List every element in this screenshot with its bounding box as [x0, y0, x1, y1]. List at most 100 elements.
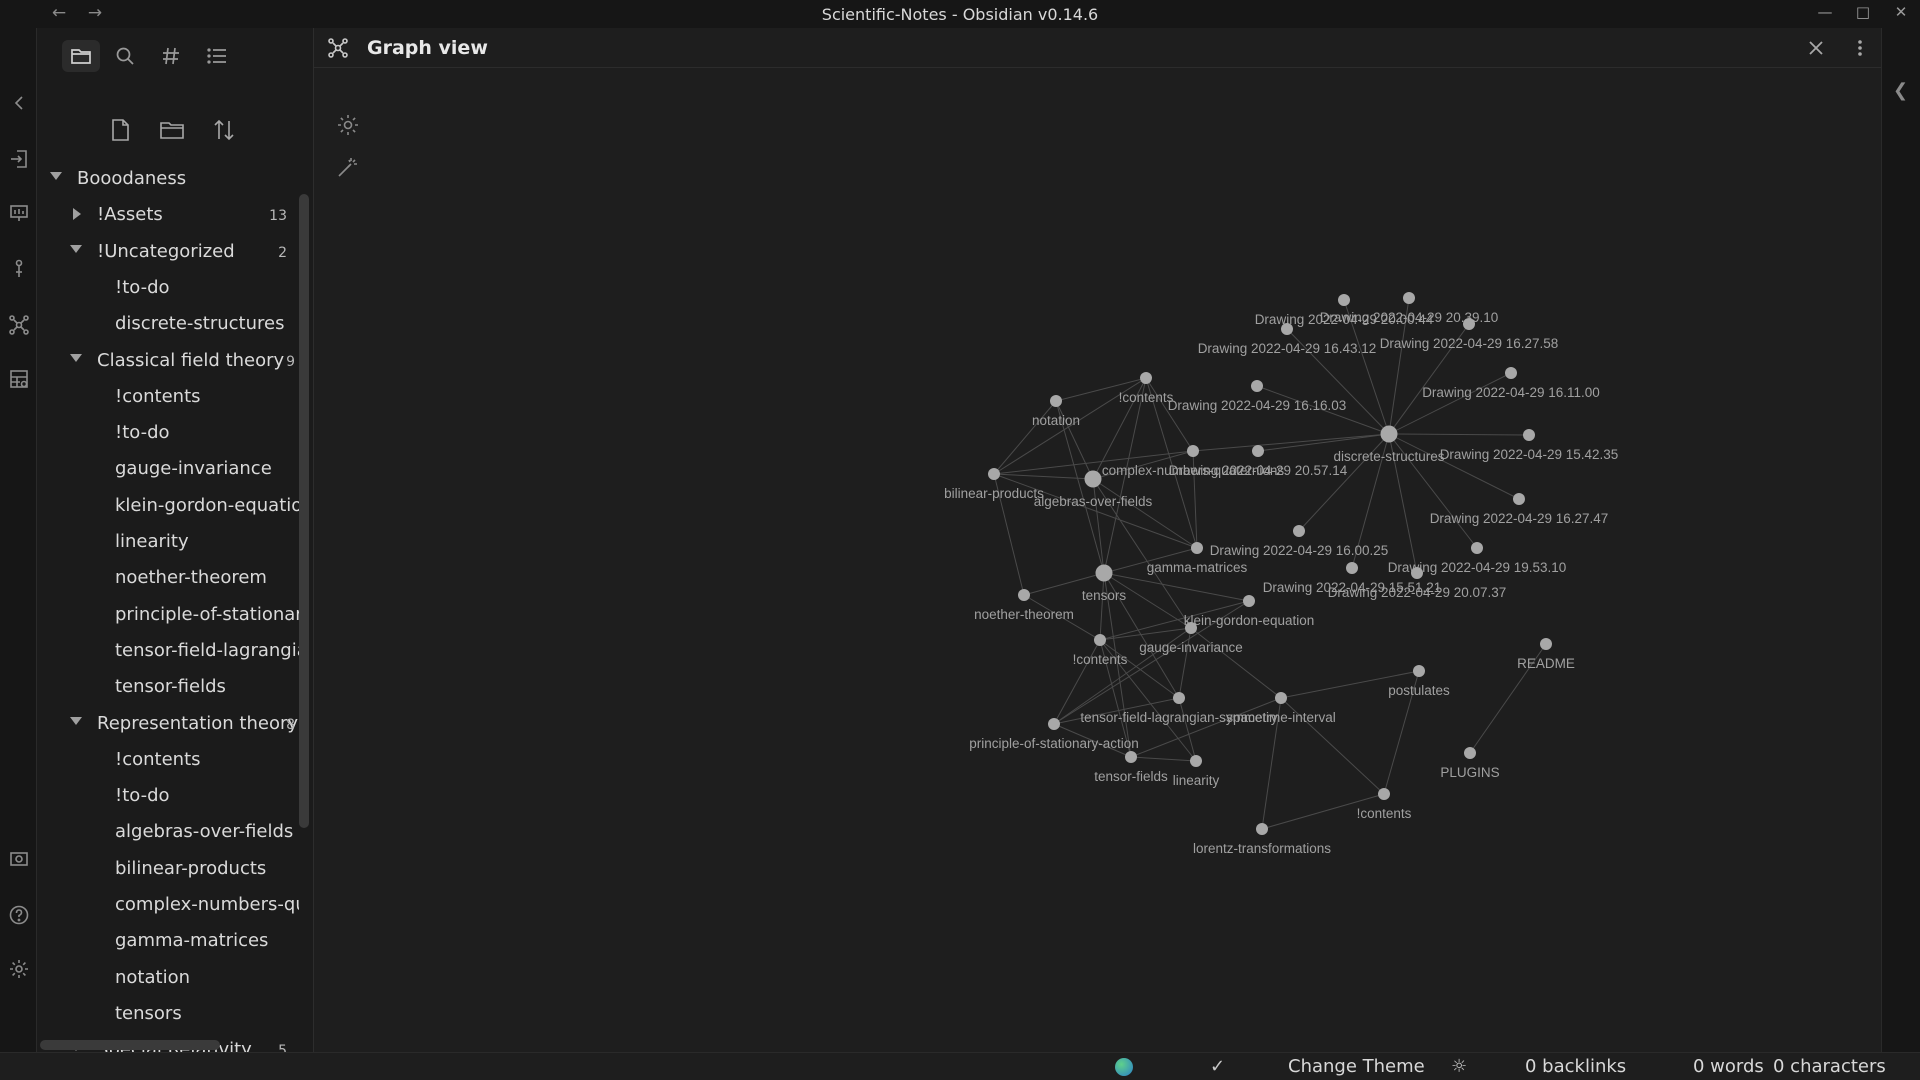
slides-icon[interactable] [8, 202, 30, 224]
file-item[interactable]: discrete-structures [37, 307, 299, 341]
graph-node[interactable] [1094, 634, 1106, 646]
folder-icon[interactable] [62, 40, 100, 72]
file-item[interactable]: notation [37, 961, 299, 995]
file-item[interactable]: linearity [37, 525, 299, 559]
help-icon[interactable] [8, 904, 30, 926]
minimize-icon[interactable]: — [1817, 3, 1833, 21]
more-options-icon[interactable] [1849, 37, 1873, 61]
globe-icon[interactable] [1115, 1058, 1133, 1076]
file-item[interactable]: klein-gordon-equation [37, 489, 299, 523]
maximize-icon[interactable]: □ [1855, 3, 1871, 21]
graph-node[interactable] [1095, 564, 1113, 582]
change-theme-button[interactable]: Change Theme [1288, 1056, 1425, 1077]
list-icon[interactable] [198, 40, 236, 72]
file-item[interactable]: gamma-matrices [37, 924, 299, 958]
file-item[interactable]: tensors [37, 997, 299, 1031]
graph-settings-icon[interactable] [336, 113, 362, 139]
graph-node[interactable] [1281, 323, 1293, 335]
caret-down-icon[interactable] [70, 244, 82, 253]
caret-down-icon[interactable] [50, 172, 62, 180]
graph-node[interactable] [1413, 665, 1425, 677]
graph-node[interactable] [1338, 294, 1350, 306]
graph-edge [1261, 697, 1282, 830]
graph-node[interactable] [1185, 622, 1197, 634]
graph-node[interactable] [1048, 718, 1060, 730]
graph-node[interactable] [1125, 751, 1137, 763]
graph-node[interactable] [1173, 692, 1185, 704]
graph-node[interactable] [1252, 445, 1264, 457]
graph-node[interactable] [1018, 589, 1030, 601]
file-item[interactable]: !contents [37, 380, 299, 414]
file-item[interactable]: !to-do [37, 416, 299, 450]
graph-node[interactable] [1050, 395, 1062, 407]
graph-node[interactable] [1464, 747, 1476, 759]
graph-node[interactable] [1346, 562, 1358, 574]
graph-edge [1103, 547, 1198, 574]
back-arrow-icon[interactable]: ← [51, 3, 67, 23]
search-icon[interactable] [106, 40, 144, 72]
file-item[interactable]: tensor-field-lagrangian [37, 634, 299, 668]
forward-arrow-icon[interactable]: → [87, 3, 103, 23]
graph-node[interactable] [1243, 595, 1255, 607]
sidebar-vertical-scrollbar[interactable] [299, 194, 309, 828]
caret-right-icon[interactable] [73, 208, 81, 221]
graph-node[interactable] [1403, 292, 1415, 304]
open-quick-switcher-icon[interactable] [8, 148, 30, 170]
file-item[interactable]: noether-theorem [37, 561, 299, 595]
caret-down-icon[interactable] [70, 353, 82, 362]
file-item[interactable]: gauge-invariance [37, 452, 299, 486]
network-graph-icon[interactable] [8, 314, 30, 336]
file-item[interactable]: algebras-over-fields [37, 815, 299, 849]
graph-node[interactable] [1187, 445, 1199, 457]
new-note-icon[interactable] [106, 116, 136, 146]
file-item[interactable]: !to-do [37, 779, 299, 813]
collapse-sidebar-icon[interactable] [8, 92, 30, 114]
new-folder-icon[interactable] [158, 116, 188, 146]
close-window-icon[interactable]: ✕ [1894, 3, 1908, 21]
graph-node[interactable] [1190, 755, 1202, 767]
graph-node[interactable] [1251, 380, 1263, 392]
graph-node[interactable] [988, 468, 1000, 480]
graph-node[interactable] [1140, 372, 1152, 384]
sidebar-horizontal-scrollbar[interactable] [40, 1040, 220, 1050]
file-item[interactable]: complex-numbers-qua [37, 888, 299, 922]
settings-icon[interactable] [8, 958, 30, 980]
graph-node[interactable] [1513, 493, 1525, 505]
graph-node[interactable] [1380, 425, 1398, 443]
graph-icon[interactable] [8, 258, 30, 280]
file-item[interactable]: !to-do [37, 271, 299, 305]
close-view-icon[interactable] [1805, 37, 1829, 61]
graph-node[interactable] [1411, 567, 1423, 579]
graph-node[interactable] [1293, 525, 1305, 537]
graph-node[interactable] [1275, 692, 1287, 704]
file-item[interactable]: !contents [37, 743, 299, 777]
graph-node[interactable] [1191, 542, 1203, 554]
database-icon[interactable] [8, 368, 30, 390]
word-count: 0 words [1693, 1056, 1764, 1077]
sync-check-icon[interactable]: ✓ [1210, 1056, 1226, 1077]
file-item[interactable]: bilinear-products [37, 852, 299, 886]
animate-wand-icon[interactable] [336, 155, 362, 181]
file-item[interactable]: principle-of-stationary [37, 598, 299, 632]
graph-node[interactable] [1256, 823, 1268, 835]
expand-right-sidebar-icon[interactable]: ❮ [1893, 80, 1909, 101]
graph-node[interactable] [1471, 542, 1483, 554]
graph-node[interactable] [1505, 367, 1517, 379]
caret-down-icon[interactable] [70, 716, 82, 725]
graph-node[interactable] [1540, 638, 1552, 650]
graph-node[interactable] [1523, 429, 1535, 441]
theme-brightness-icon[interactable]: ☼ [1451, 1056, 1468, 1077]
graph-node[interactable] [1463, 318, 1475, 330]
file-item[interactable]: tensor-fields [37, 670, 299, 704]
hashtag-icon[interactable] [152, 40, 190, 72]
graph-node[interactable] [1378, 788, 1390, 800]
folder-item[interactable]: Booodaness [37, 162, 299, 196]
screenshot-icon[interactable] [8, 848, 30, 870]
graph-node[interactable] [1084, 470, 1102, 488]
sort-icon[interactable] [210, 116, 240, 146]
